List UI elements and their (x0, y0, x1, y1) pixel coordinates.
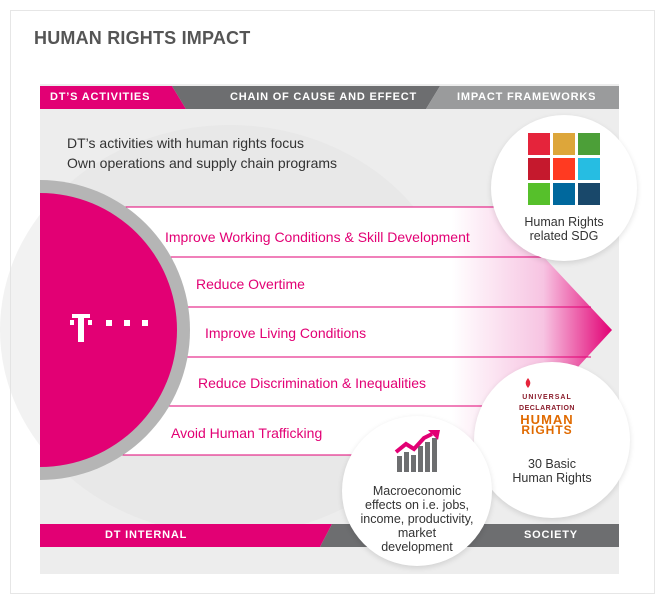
magenta-half-circle (40, 193, 177, 467)
udhr-caption-line-1: 30 Basic (528, 457, 576, 471)
udhr-caption: 30 Basic Human Rights (492, 457, 612, 485)
impact-arrow (40, 207, 612, 455)
activity-label: Avoid Human Trafficking (171, 425, 323, 441)
header-activities-label: DT’S ACTIVITIES (50, 91, 151, 103)
udhr-logo-line-3: HUMAN (520, 412, 574, 427)
udhr-circle (474, 362, 630, 518)
macro-caption-line-3: income, productivity, (360, 512, 474, 526)
macro-caption-line-2: effects on i.e. jobs, (365, 498, 469, 512)
intro-line-2: Own operations and supply chain programs (67, 155, 338, 171)
flame-icon (525, 378, 531, 388)
footer-internal-segment (40, 524, 332, 547)
activity-label: Improve Living Conditions (205, 325, 367, 341)
macro-circle (342, 416, 492, 566)
header-activities-segment (40, 86, 186, 109)
activity-label: Reduce Overtime (196, 276, 305, 292)
header-chain-segment (172, 86, 440, 109)
footer-society-label: SOCIETY (524, 529, 578, 541)
footer-internal-label: DT INTERNAL (105, 529, 188, 541)
macro-caption: Macroeconomic effects on i.e. jobs, inco… (350, 484, 484, 554)
intro-line-1: DT’s activities with human rights focus (67, 135, 305, 151)
udhr-logo-line-1: UNIVERSAL (522, 394, 572, 401)
telekom-logo (70, 314, 148, 342)
udhr-logo: UNIVERSAL DECLARATION HUMAN RIGHTS (515, 392, 579, 436)
sdg-caption-line-1: Human Rights (524, 215, 604, 229)
macro-caption-line-1: Macroeconomic (372, 484, 462, 498)
header-frameworks-label: IMPACT FRAMEWORKS (457, 91, 597, 103)
growth-chart-icon (394, 430, 440, 472)
udhr-logo-line-4: RIGHTS (521, 423, 573, 437)
intro-text: DT’s activities with human rights focus … (67, 133, 337, 173)
sdg-caption-line-2: related SDG (529, 229, 599, 243)
macro-caption-line-4: market (397, 526, 437, 540)
header-chain-label: CHAIN OF CAUSE AND EFFECT (230, 91, 418, 103)
udhr-logo-line-2: DECLARATION (519, 405, 575, 412)
panel-top-strip (40, 56, 619, 84)
macro-caption-line-5: development (381, 540, 453, 554)
udhr-caption-line-2: Human Rights (512, 471, 592, 485)
sdg-icon (528, 133, 600, 205)
header-frameworks-segment (426, 86, 619, 109)
page-title: HUMAN RIGHTS IMPACT (34, 28, 251, 48)
activity-label: Improve Working Conditions & Skill Devel… (165, 229, 470, 245)
activity-label: Reduce Discrimination & Inequalities (198, 375, 426, 391)
sdg-caption: Human Rights related SDG (505, 215, 623, 243)
